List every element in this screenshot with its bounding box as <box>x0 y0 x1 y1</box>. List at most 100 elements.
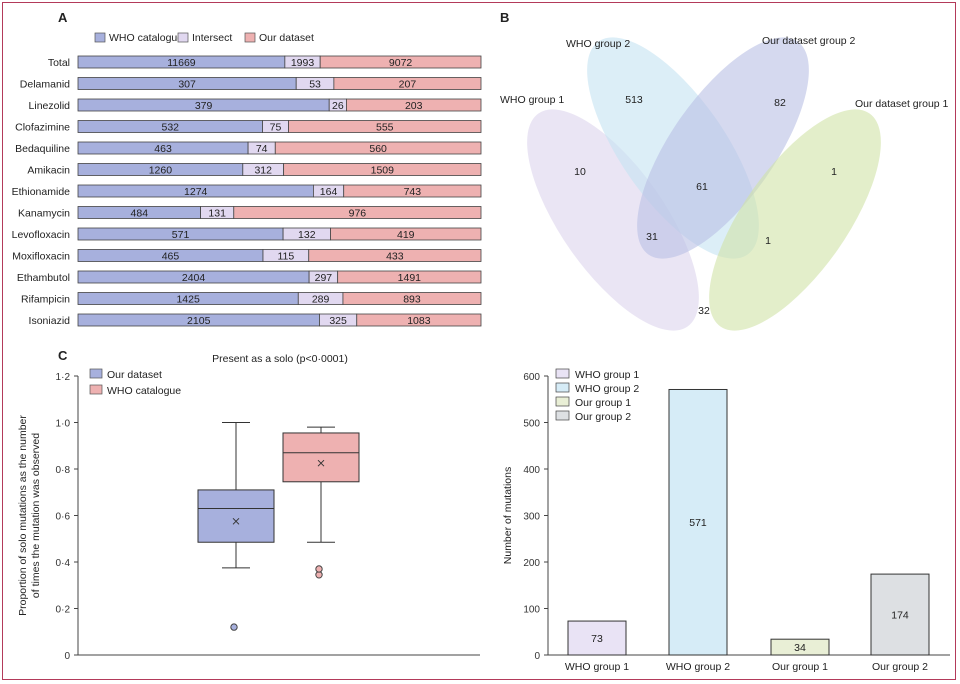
segment-value: 203 <box>405 100 423 112</box>
mean-marker <box>232 517 240 525</box>
segment-bar <box>346 98 482 112</box>
venn-region-count: 513 <box>625 94 643 106</box>
y-tick-label: 1·2 <box>56 372 71 383</box>
segment-value: 207 <box>399 79 417 91</box>
panel-b-letter: B <box>500 10 509 25</box>
segment-value: 484 <box>131 208 149 220</box>
y-axis-label: of times the mutation was observed <box>30 433 42 598</box>
outlier-point <box>315 565 323 573</box>
category-label: Amikacin <box>27 165 70 177</box>
y-tick-label: 200 <box>523 558 540 569</box>
legend-swatch <box>555 396 570 407</box>
legend-swatch <box>89 368 103 379</box>
x-category-label: Our group 1 <box>772 661 828 673</box>
venn-set-ellipse <box>637 37 809 259</box>
legend-label: WHO catalogue <box>107 385 181 397</box>
segment-value: 1274 <box>184 186 208 198</box>
x-category-label: Our group 2 <box>872 661 928 673</box>
segment-value: 164 <box>320 186 338 198</box>
venn-set-label: Our dataset group 1 <box>855 98 949 110</box>
segment-bar <box>333 77 482 90</box>
bar <box>870 573 930 656</box>
segment-value: 532 <box>161 122 179 134</box>
venn-region-count: 1 <box>831 166 837 178</box>
category-label: Rifampicin <box>21 294 70 306</box>
legend-swatch <box>555 382 570 393</box>
box <box>282 432 360 483</box>
segment-value: 433 <box>386 251 404 263</box>
legend-label: WHO catalogue <box>109 32 183 44</box>
x-category-label: WHO group 1 <box>565 661 629 673</box>
segment-value: 976 <box>349 208 367 220</box>
venn-set-ellipse <box>527 109 699 331</box>
segment-value: 1993 <box>291 57 315 69</box>
legend-swatch <box>94 32 106 43</box>
y-tick-label: 600 <box>523 372 540 383</box>
legend-label: WHO group 2 <box>575 383 639 395</box>
segment-value: 289 <box>312 294 330 306</box>
segment-bar <box>283 163 482 176</box>
x-category-label: WHO group 2 <box>666 661 730 673</box>
y-axis-label: Number of mutations <box>502 467 514 564</box>
segment-value: 1425 <box>176 294 200 306</box>
venn-region-count: 31 <box>646 231 658 243</box>
segment-bar <box>319 55 482 69</box>
y-tick-label: 100 <box>523 605 540 616</box>
segment-value: 419 <box>397 229 415 241</box>
venn-region-count: 10 <box>574 166 586 178</box>
bar-value-label: 73 <box>591 633 603 645</box>
segment-value: 893 <box>403 294 421 306</box>
category-label: Bedaquiline <box>15 143 70 155</box>
mean-marker <box>317 459 325 467</box>
legend-label: Intersect <box>192 32 232 44</box>
bar-value-label: 34 <box>794 642 806 654</box>
category-label: Total <box>48 57 70 69</box>
segment-bar <box>343 184 482 198</box>
legend-swatch <box>555 410 570 421</box>
segment-value: 307 <box>178 79 196 91</box>
bar-value-label: 571 <box>689 517 707 529</box>
segment-value: 74 <box>256 143 268 155</box>
segment-value: 9072 <box>389 57 413 69</box>
segment-value: 465 <box>162 251 180 263</box>
legend-label: Our dataset <box>107 369 162 381</box>
category-label: Kanamycin <box>18 208 70 220</box>
bar <box>668 388 728 656</box>
category-label: Levofloxacin <box>12 229 71 241</box>
segment-value: 560 <box>369 143 387 155</box>
segment-value: 1083 <box>407 315 431 327</box>
panel-a-letter: A <box>58 10 68 25</box>
segment-bar <box>274 141 482 155</box>
segment-value: 115 <box>277 251 294 263</box>
legend-swatch <box>555 368 570 379</box>
segment-value: 312 <box>254 165 272 177</box>
y-tick-label: 0·8 <box>56 465 71 476</box>
segment-bar <box>356 313 482 327</box>
segment-value: 132 <box>298 229 316 241</box>
segment-value: 325 <box>329 315 347 327</box>
segment-value: 379 <box>195 100 213 112</box>
y-tick-label: 0·2 <box>56 605 71 616</box>
segment-value: 463 <box>154 143 172 155</box>
segment-value: 743 <box>404 186 422 198</box>
legend-label: WHO group 1 <box>575 369 639 381</box>
segment-value: 11669 <box>167 57 196 69</box>
venn-region-count: 1 <box>765 235 771 247</box>
panel-c-letter: C <box>58 348 68 363</box>
y-tick-label: 0 <box>64 651 70 662</box>
venn-region-count: 32 <box>698 305 710 317</box>
bar-value-label: 174 <box>891 610 909 622</box>
category-label: Linezolid <box>29 100 71 112</box>
y-tick-label: 0 <box>534 651 540 662</box>
category-label: Ethionamide <box>12 186 71 198</box>
segment-bar <box>330 227 482 241</box>
category-label: Ethambutol <box>17 272 70 284</box>
